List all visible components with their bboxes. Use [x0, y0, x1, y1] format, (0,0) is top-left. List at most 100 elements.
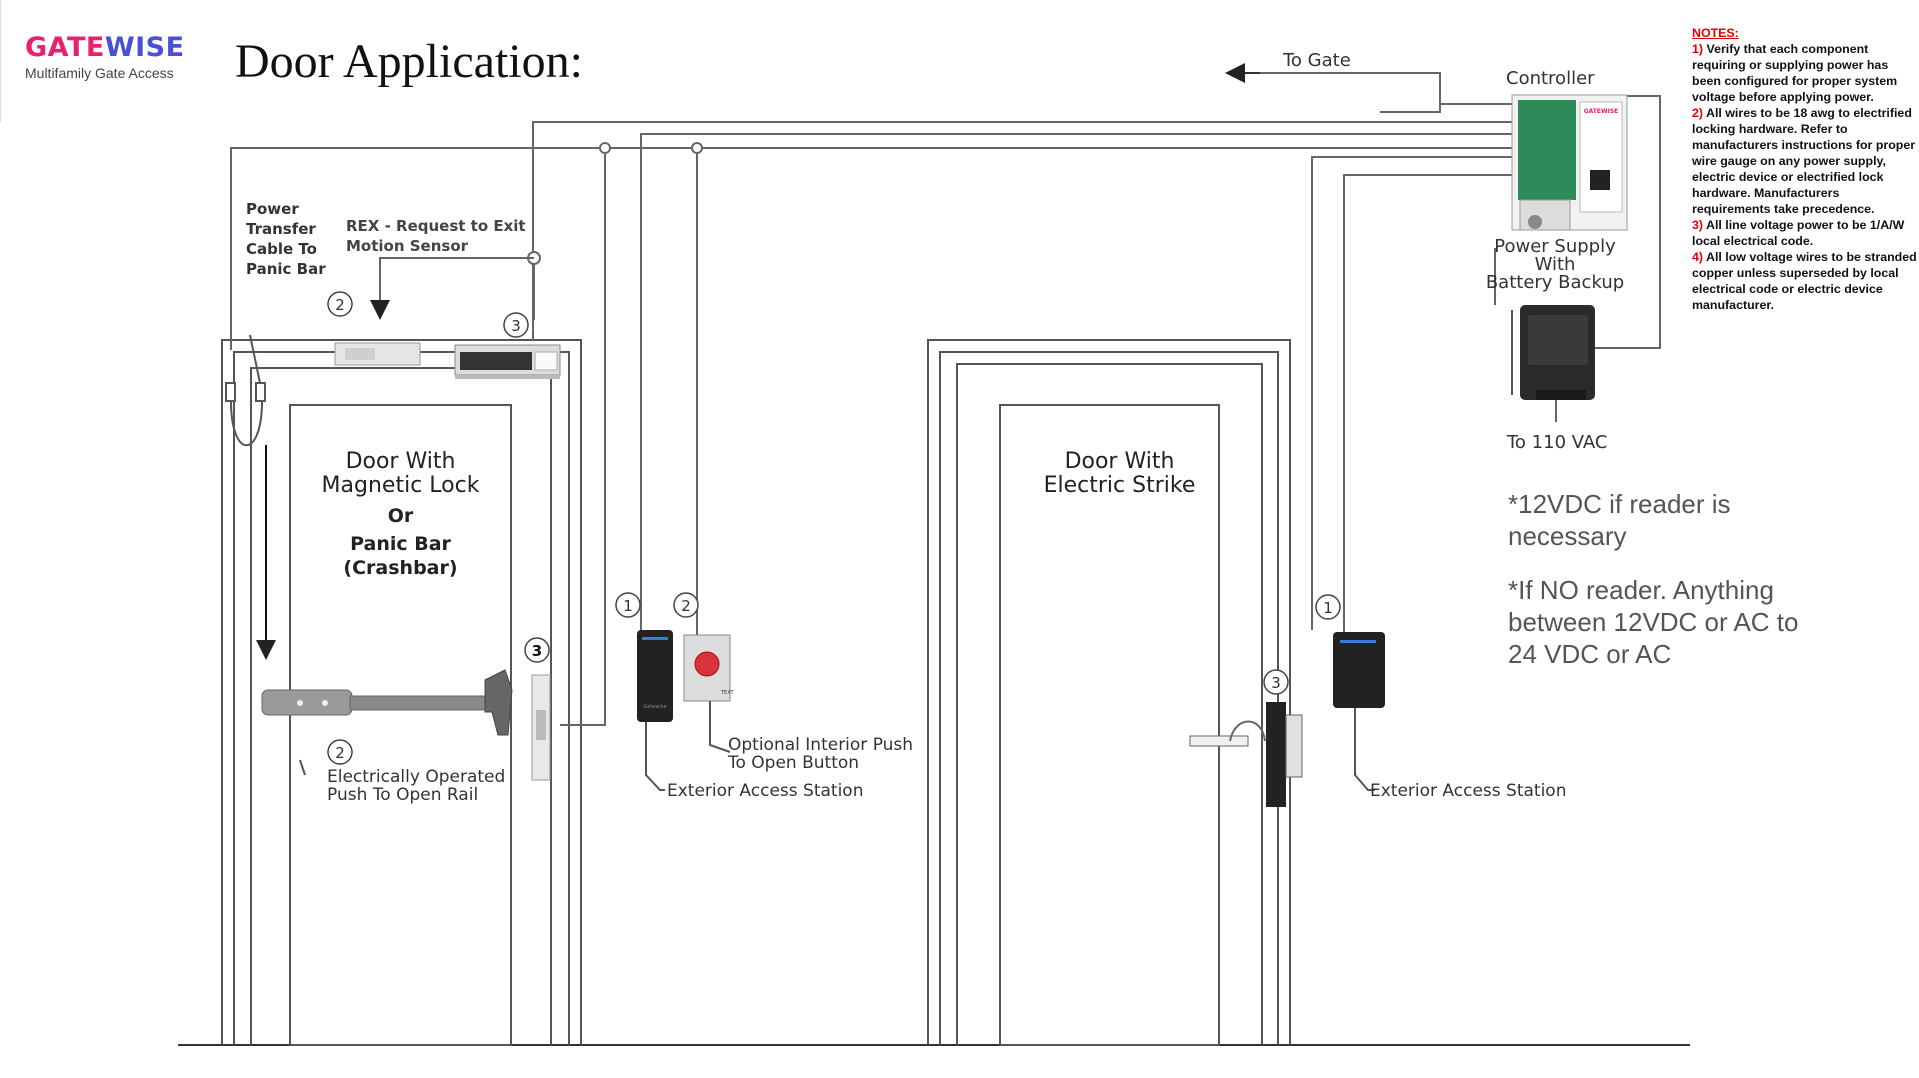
power-transfer-label-line: Panic Bar [246, 260, 326, 278]
voltage-info-line: between 12VDC or AC to [1508, 607, 1799, 637]
exterior-station-2-label: Exterior Access Station [1370, 781, 1567, 801]
marker-strike1: 3 [524, 637, 550, 663]
reader2-leader [1354, 708, 1375, 791]
power-transfer-label-line: Cable To [246, 240, 317, 258]
controller-label: Controller [1506, 68, 1595, 89]
wiring [230, 72, 1661, 726]
note-number: 4) [1692, 250, 1704, 264]
logo-divider [0, 0, 1, 122]
push-rail-label-line: Electrically Operated [327, 767, 506, 787]
svg-text:Gatewise: Gatewise [643, 704, 666, 710]
door2-label-line: Electric Strike [1043, 473, 1196, 498]
brand-name: GATEWISE [25, 33, 185, 63]
power-supply-label-line: Power Supply [1494, 236, 1616, 257]
page-title: Door Application: [235, 35, 583, 88]
rex-sensor [334, 342, 421, 366]
junction-dot [691, 142, 703, 154]
marker-strike2: 3 [1263, 669, 1289, 695]
push-rail-label: Electrically Operated Push To Open Rail [327, 768, 505, 804]
note-number: 3) [1692, 218, 1704, 232]
rail-leader [299, 759, 306, 776]
marker-rail: 2 [327, 739, 353, 765]
exterior-station-1-label: Exterior Access Station [667, 781, 864, 801]
to-gate-label: To Gate [1283, 50, 1351, 71]
svg-text:3: 3 [532, 642, 542, 660]
notes-heading: NOTES: [1692, 26, 1739, 40]
rex-arrow [370, 257, 534, 320]
svg-text:TEXT: TEXT [720, 690, 735, 696]
rex-label-line: Motion Sensor [346, 237, 469, 255]
svg-text:2: 2 [335, 296, 345, 314]
door2-label-line: Door With [1064, 449, 1175, 474]
reader1-leader [645, 722, 665, 791]
push-rail-label-line: Push To Open Rail [327, 785, 479, 805]
note-text: Verify that each component requiring or … [1692, 42, 1898, 104]
svg-text:2: 2 [335, 744, 345, 762]
access-reader-2 [1333, 632, 1385, 708]
power-supply [1511, 305, 1595, 400]
magnetic-lock [454, 344, 561, 379]
electric-strike-door2 [1266, 702, 1303, 807]
marker-reader2: 1 [1315, 594, 1341, 620]
note-text: All wires to be 18 awg to electrified lo… [1692, 106, 1916, 216]
door2-frame [927, 339, 1291, 1046]
svg-text:GATEWISE: GATEWISE [1584, 108, 1619, 115]
button-leader [709, 701, 731, 753]
door1-label: Door With Magnetic Lock Or Panic Bar (Cr… [290, 450, 511, 580]
note-item: 3) All line voltage power to be 1/A/W lo… [1692, 217, 1917, 249]
junction-dot [599, 142, 611, 154]
note-item: 1) Verify that each component requiring … [1692, 41, 1917, 105]
notes-panel: NOTES: 1) Verify that each component req… [1692, 25, 1917, 313]
brand-name-part2: WISE [104, 32, 185, 63]
marker-button: 2 [673, 592, 699, 618]
svg-text:3: 3 [511, 317, 521, 335]
voltage-info-line: 24 VDC or AC [1508, 639, 1672, 669]
power-supply-label: Power Supply With Battery Backup [1480, 238, 1630, 292]
access-reader-1: Gatewise [637, 630, 673, 722]
note-number: 1) [1692, 42, 1704, 56]
svg-text:1: 1 [1323, 599, 1333, 617]
voltage-info: *12VDC if reader is necessary *If NO rea… [1508, 488, 1799, 670]
gatewise-logo: GATEWISE Multifamily Gate Access [25, 33, 185, 82]
brand-tagline: Multifamily Gate Access [25, 65, 174, 81]
power-transfer-label-line: Power [246, 200, 299, 218]
door1-label-line: Magnetic Lock [321, 473, 480, 498]
optional-button-label-line: Optional Interior Push [728, 735, 914, 755]
note-item: 2) All wires to be 18 awg to electrified… [1692, 105, 1917, 217]
note-number: 2) [1692, 106, 1704, 120]
note-item: 4) All low voltage wires to be stranded … [1692, 249, 1917, 313]
voltage-info-line: *12VDC if reader is [1508, 489, 1731, 519]
brand-name-part1: GATE [25, 32, 105, 63]
optional-button-label: Optional Interior Push To Open Button [728, 736, 913, 772]
controller-box: GATEWISE [1511, 94, 1628, 231]
door1-panic-label: Panic Bar [350, 533, 451, 555]
door1-or-label: Or [387, 505, 414, 527]
to-110vac-label: To 110 VAC [1507, 432, 1608, 453]
optional-button-label-line: To Open Button [728, 753, 860, 773]
voltage-info-line: necessary [1508, 521, 1627, 551]
svg-text:1: 1 [623, 597, 633, 615]
marker-rex: 2 [327, 291, 353, 317]
door1-label-line: Door With [345, 449, 456, 474]
voltage-info-spacer [1508, 552, 1799, 574]
push-button: TEXT [683, 634, 735, 702]
power-transfer-label: Power Transfer Cable To Panic Bar [246, 199, 326, 279]
door2-handle [1189, 720, 1266, 747]
rex-label-line: REX - Request to Exit [346, 217, 526, 235]
note-text: All line voltage power to be 1/A/W local… [1692, 218, 1905, 248]
marker-reader1: 1 [615, 592, 641, 618]
svg-text:2: 2 [681, 597, 691, 615]
power-transfer-cable [225, 334, 266, 446]
power-supply-label-line: Battery Backup [1485, 272, 1625, 293]
note-text: All low voltage wires to be stranded cop… [1692, 250, 1917, 312]
svg-text:3: 3 [1271, 674, 1281, 692]
marker-maglock: 3 [503, 312, 529, 338]
door1-panic-label: (Crashbar) [343, 557, 458, 579]
power-supply-label-line: With [1534, 254, 1576, 275]
power-transfer-label-line: Transfer [246, 220, 316, 238]
rex-label: REX - Request to Exit Motion Sensor [346, 216, 526, 256]
panic-bar [261, 669, 513, 736]
voltage-info-line: *If NO reader. Anything [1508, 575, 1774, 605]
electric-strike-door1 [531, 674, 551, 781]
